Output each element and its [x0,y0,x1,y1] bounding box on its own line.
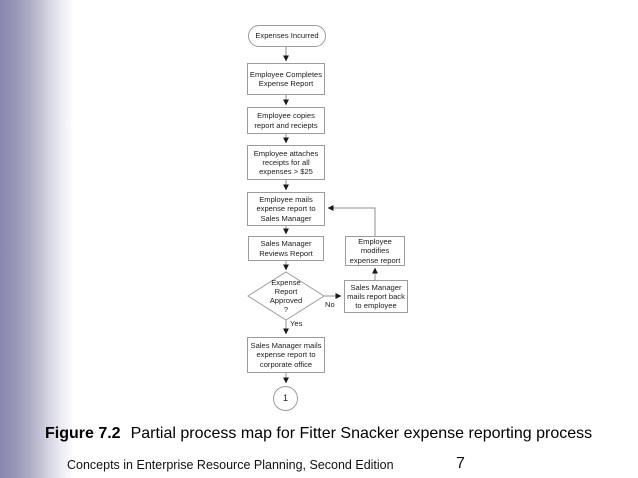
slide-accent-bar [0,0,74,478]
figure-caption: Figure 7.2 Partial process map for Fitter… [45,425,620,443]
node-label: Employee copies report and reciepts [254,111,318,130]
node-label: Expenses Incurred [255,31,319,41]
node-label: Expense Report Approved ? [269,277,303,315]
decision-diamond-shape [247,271,325,321]
flowchart-node-sales-manager-mails-back: Sales Manager mails report back to emplo… [344,280,408,313]
flowchart-node-employee-completes-expense-report: Employee Completes Expense Report [247,63,325,95]
edge-label-no: No [325,300,335,309]
flowchart-node-expense-report-approved-decision: Expense Report Approved ? [256,274,316,318]
edge-label-yes: Yes [290,319,303,328]
slide-footer-text: Concepts in Enterprise Resource Planning… [67,458,394,472]
node-label: Employee Completes Expense Report [249,69,323,88]
node-label: Employee modifies expense report [349,237,401,265]
flowchart-node-offpage-connector-1: 1 [273,386,298,411]
flowchart-node-expenses-incurred: Expenses Incurred [248,25,326,47]
flowchart-node-sales-manager-mails-corporate: Sales Manager mails expense report to co… [247,337,325,373]
flowchart-node-employee-mails-report: Employee mails expense report to Sales M… [247,192,325,226]
node-label: Employee attaches receipts for all expen… [253,148,319,177]
flowchart-node-employee-copies-report: Employee copies report and reciepts [247,107,325,134]
figure-caption-text: Partial process map for Fitter Snacker e… [130,425,593,442]
node-label: Sales Manager mails expense report to co… [250,341,322,369]
slide-page-number: 7 [456,455,465,472]
flowchart-node-sales-manager-reviews: Sales Manager Reviews Report [248,236,324,261]
node-label: Employee mails expense report to Sales M… [256,195,316,223]
figure-caption-label: Figure 7.2 [45,425,121,442]
node-label: 1 [282,393,288,404]
flowchart-node-employee-attaches-receipts: Employee attaches receipts for all expen… [247,145,325,180]
node-label: Sales Manager mails report back to emplo… [347,282,405,311]
flowchart-node-employee-modifies-report: Employee modifies expense report [345,236,405,266]
node-label: Sales Manager Reviews Report [259,239,313,258]
connector-modify-to-mail [327,205,376,236]
